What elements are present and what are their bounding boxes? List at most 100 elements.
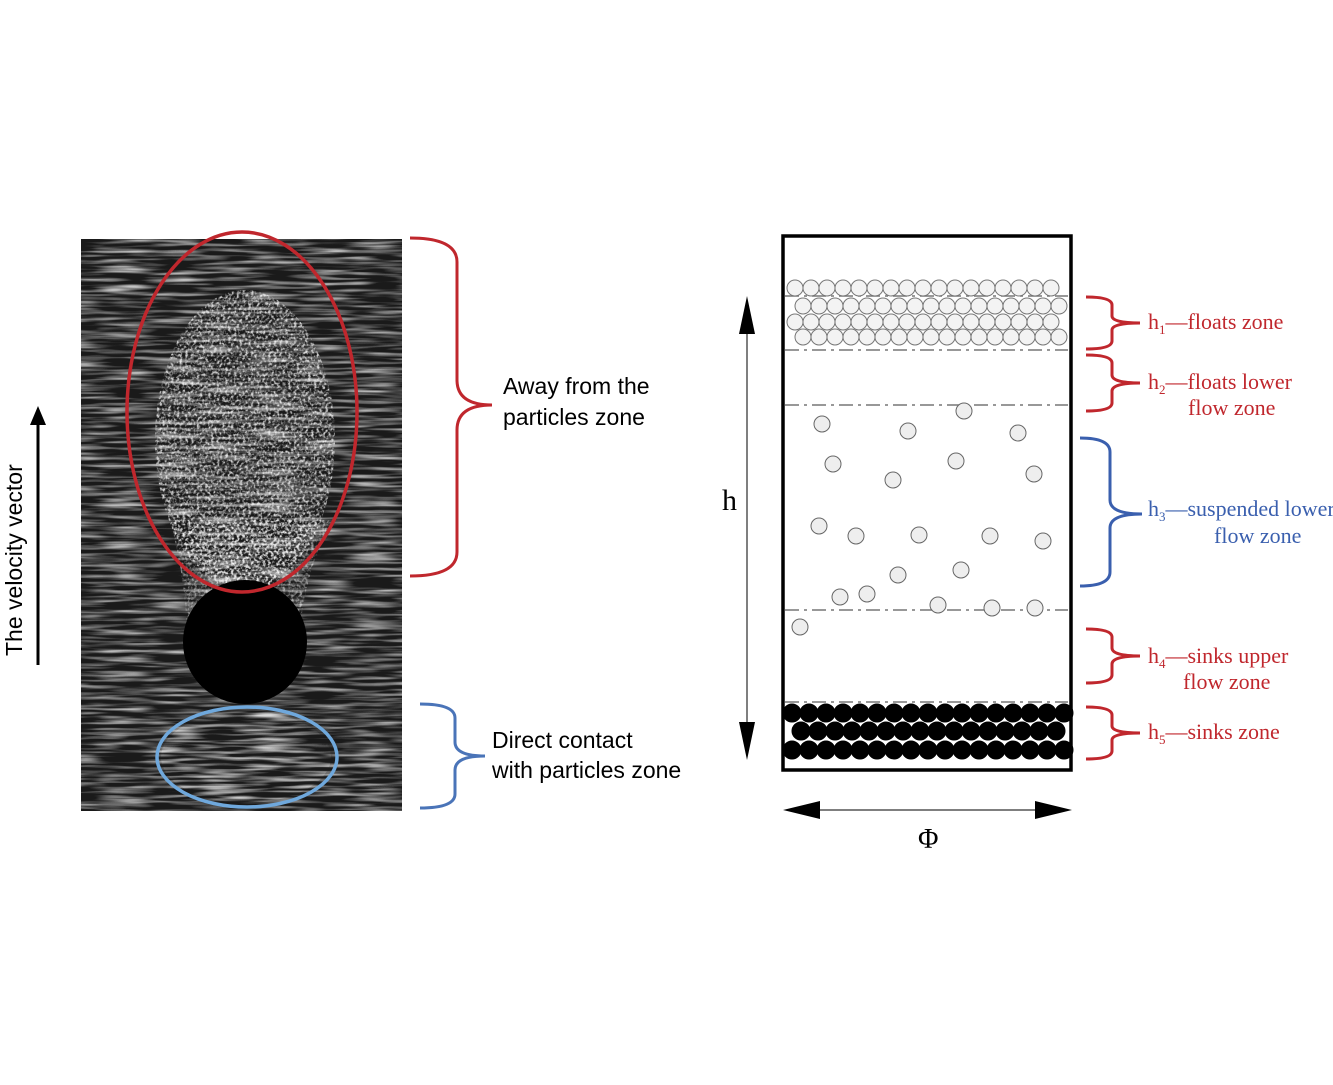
float-particle (826, 297, 844, 315)
float-particle (882, 313, 900, 331)
suspended-particle (899, 422, 917, 440)
float-particle (890, 328, 908, 346)
sink-particle (850, 740, 870, 760)
lower-zone-label-line1: Direct contact (492, 727, 633, 753)
float-particle (1002, 328, 1020, 346)
suspended-particle (889, 566, 907, 584)
float-particle (890, 297, 908, 315)
float-particle (874, 297, 892, 315)
sink-particle (1046, 721, 1066, 741)
float-particle (970, 297, 988, 315)
suspended-particle (791, 618, 809, 636)
suspended-particle (1025, 465, 1043, 483)
float-particle (978, 279, 996, 297)
float-particle (810, 328, 828, 346)
sink-particle (893, 721, 913, 741)
height-arrow-top-head (739, 296, 755, 334)
suspended-particle (947, 452, 965, 470)
sink-particle (935, 740, 955, 760)
zone-5-label: h5—sinks zone (1148, 719, 1280, 747)
float-particle (826, 328, 844, 346)
zone-2-label-line2: flow zone (1188, 395, 1275, 420)
float-particle (858, 328, 876, 346)
float-particle (842, 328, 860, 346)
float-particle (1026, 279, 1044, 297)
width-arrow-right-head (1035, 801, 1072, 819)
float-particle (1026, 313, 1044, 331)
suspended-particle (955, 402, 973, 420)
suspended-particle (810, 517, 828, 535)
sink-particle (867, 740, 887, 760)
sink-particle (952, 703, 972, 723)
sink-particle (1029, 721, 1049, 741)
float-particle (906, 297, 924, 315)
sink-particle (799, 740, 819, 760)
float-particle (898, 313, 916, 331)
sink-particle (808, 721, 828, 741)
sink-particle (927, 721, 947, 741)
float-particle (978, 313, 996, 331)
suspended-particle (1034, 532, 1052, 550)
velocity-label: The velocity vector (1, 464, 27, 656)
sink-particle (978, 721, 998, 741)
lower-zone-brace (419, 702, 486, 810)
float-particle (946, 313, 964, 331)
suspended-particle (981, 527, 999, 545)
sink-particle (850, 703, 870, 723)
float-particle (850, 313, 868, 331)
sink-particle (1020, 740, 1040, 760)
float-particle (1050, 328, 1068, 346)
float-particle (922, 328, 940, 346)
sink-particle (859, 721, 879, 741)
float-particle (874, 328, 892, 346)
sink-particle (833, 703, 853, 723)
float-particle (1042, 279, 1060, 297)
zone-3-brace (1079, 436, 1143, 588)
sink-particle (1054, 703, 1074, 723)
sink-particle (1020, 703, 1040, 723)
sink-particle (816, 703, 836, 723)
suspended-particle (831, 588, 849, 606)
float-particle (866, 313, 884, 331)
float-particle (834, 279, 852, 297)
float-particle (930, 313, 948, 331)
suspended-particle (884, 471, 902, 489)
float-particle (802, 279, 820, 297)
suspended-particle (847, 527, 865, 545)
zone-1-label: h1—floats zone (1148, 309, 1283, 337)
float-particle (786, 279, 804, 297)
float-particle (994, 313, 1012, 331)
float-particle (802, 313, 820, 331)
sinks-layer (782, 703, 1074, 760)
suspended-particle (1009, 424, 1027, 442)
sink-particle (1003, 703, 1023, 723)
sink-particle (961, 721, 981, 741)
zone-2-label: h2—floats lower (1148, 369, 1293, 397)
sink-particle (944, 721, 964, 741)
height-arrow-bottom-head (739, 722, 755, 760)
float-particle (1034, 297, 1052, 315)
zone-5-brace (1085, 705, 1141, 761)
float-particle (866, 279, 884, 297)
floats-layer (786, 279, 1068, 346)
float-particle (882, 279, 900, 297)
sink-particle (1003, 740, 1023, 760)
float-particle (1018, 328, 1036, 346)
width-label: Φ (918, 824, 938, 855)
float-particle (962, 313, 980, 331)
float-particle (954, 328, 972, 346)
zone-4-label: h4—sinks upper (1148, 643, 1289, 671)
sink-particle (842, 721, 862, 741)
float-particle (834, 313, 852, 331)
sink-particle (995, 721, 1015, 741)
upper-zone-ellipse (125, 230, 359, 594)
float-particle (922, 297, 940, 315)
float-particle (842, 297, 860, 315)
float-particle (794, 328, 812, 346)
particle-disc (183, 580, 307, 704)
upper-zone-label-line1: Away from the (503, 373, 650, 399)
flow-photo (81, 239, 402, 811)
float-particle (938, 297, 956, 315)
width-arrow-left-head (783, 801, 820, 819)
lower-zone-ellipse (155, 705, 339, 809)
